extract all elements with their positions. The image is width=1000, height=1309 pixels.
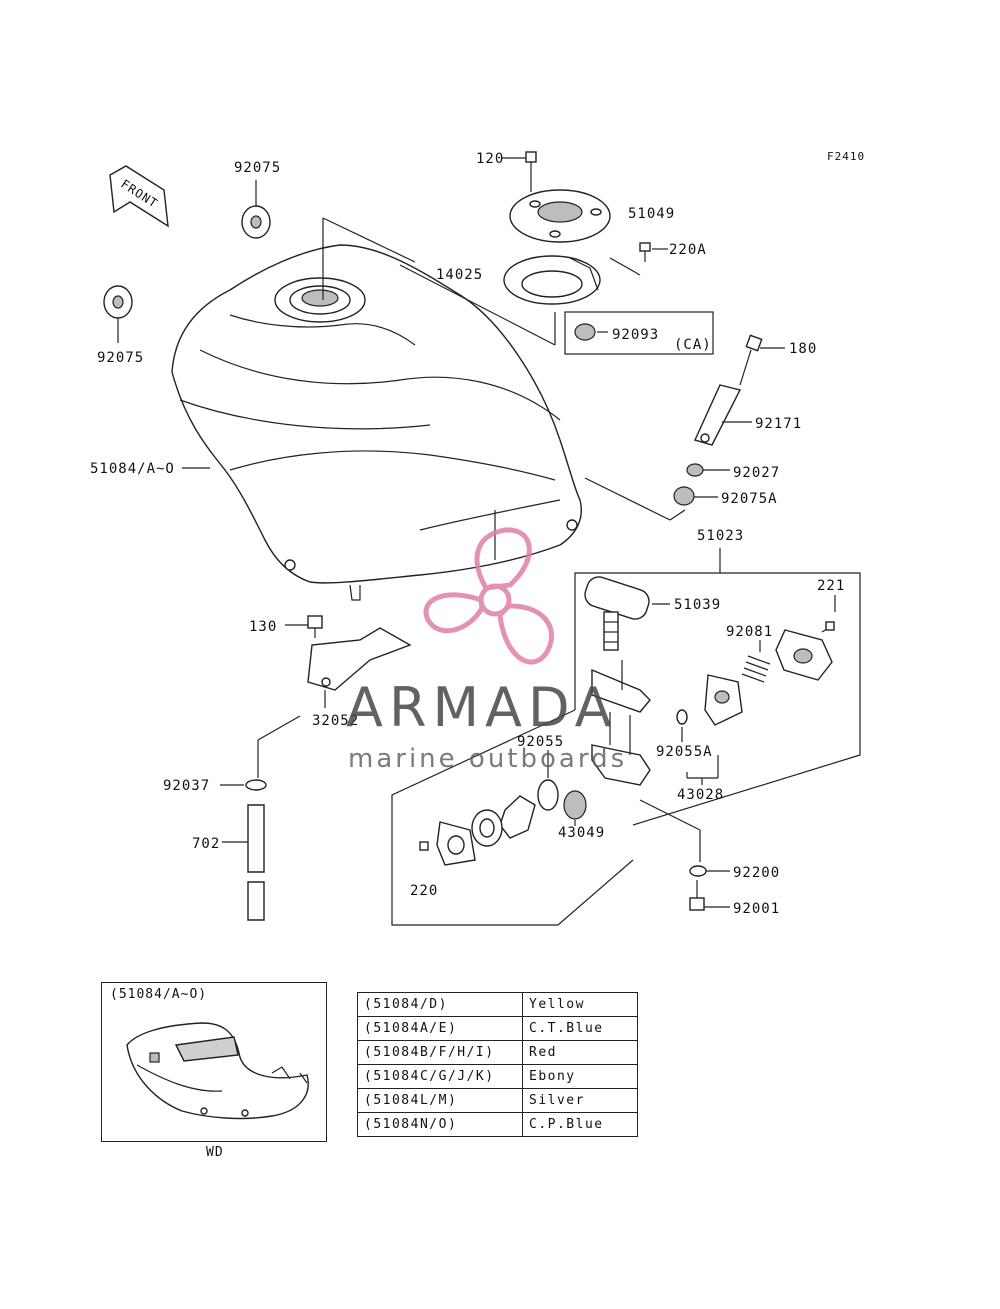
strainer	[603, 611, 619, 651]
front-arrow-icon: FRONT	[109, 165, 169, 228]
label-43049: 43049	[558, 825, 605, 841]
diaphragm-cover	[775, 629, 833, 681]
label-32052: 32052	[312, 713, 359, 729]
table-cell-code: (51084C/G/J/K)	[357, 1064, 523, 1089]
label-51049: 51049	[628, 206, 675, 222]
screw-221	[821, 595, 836, 633]
bracket-92171	[694, 384, 752, 446]
label-ca: (CA)	[674, 337, 712, 353]
label-92037: 92037	[163, 778, 210, 794]
label-92200: 92200	[733, 865, 780, 881]
label-92055a: 92055A	[656, 744, 713, 760]
screw-220	[419, 841, 429, 851]
label-92075a: 92075A	[721, 491, 778, 507]
bracket-43028-callout	[686, 755, 719, 785]
variant-inset: (51084/A~O)	[101, 982, 327, 1142]
table-row: (51084B/F/H/I) Red	[357, 1040, 638, 1065]
table-row: (51084A/E) C.T.Blue	[357, 1016, 638, 1041]
label-51084: 51084/A~O	[90, 461, 175, 477]
bracket-32052	[307, 627, 412, 708]
label-130: 130	[249, 619, 277, 635]
gasket-51039	[584, 576, 670, 620]
label-51039: 51039	[674, 597, 721, 613]
damper-92075-left	[103, 285, 133, 343]
label-221: 221	[817, 578, 845, 594]
washer-92200	[689, 865, 730, 877]
table-cell-color: Red	[522, 1040, 638, 1065]
plate	[436, 821, 476, 866]
label-92075-left: 92075	[97, 350, 144, 366]
o-ring-92055	[537, 750, 559, 811]
color-variant-table: (51084/D) Yellow (51084A/E) C.T.Blue (51…	[357, 992, 638, 1137]
clamp-92037	[220, 779, 267, 791]
fuel-cock-body	[591, 660, 651, 786]
table-cell-code: (51084N/O)	[357, 1112, 523, 1137]
label-92055: 92055	[517, 734, 564, 750]
bolt-130	[285, 615, 323, 638]
lever-knob	[499, 795, 536, 839]
inset-caption: WD	[206, 1145, 224, 1160]
bolt-180	[739, 334, 785, 386]
spring-92081	[741, 640, 771, 683]
fuel-cap	[509, 151, 611, 243]
screw-220a	[639, 242, 668, 262]
hose-702	[222, 804, 265, 921]
damper-92075-top	[241, 180, 271, 239]
label-92093: 92093	[612, 327, 659, 343]
table-row: (51084C/G/J/K) Ebony	[357, 1064, 638, 1089]
label-14025: 14025	[436, 267, 483, 283]
label-43028: 43028	[677, 787, 724, 803]
filler-ring	[503, 255, 601, 305]
label-220: 220	[410, 883, 438, 899]
label-120: 120	[476, 151, 504, 167]
table-row: (51084/D) Yellow	[357, 992, 638, 1017]
part-92093-box	[564, 311, 714, 355]
table-cell-code: (51084B/F/H/I)	[357, 1040, 523, 1065]
table-cell-color: Yellow	[522, 992, 638, 1017]
table-row: (51084L/M) Silver	[357, 1088, 638, 1113]
table-cell-code: (51084/D)	[357, 992, 523, 1017]
label-702: 702	[192, 836, 220, 852]
inset-label: (51084/A~O)	[110, 987, 208, 1002]
table-cell-color: Silver	[522, 1088, 638, 1113]
washer	[471, 809, 503, 847]
label-92075-top: 92075	[234, 160, 281, 176]
table-cell-code: (51084A/E)	[357, 1016, 523, 1041]
collar-92027	[686, 463, 730, 477]
watermark-subtitle: marine outboards	[348, 744, 628, 774]
bolt-92001	[689, 880, 730, 911]
variant-tank-drawing	[126, 1022, 309, 1120]
table-cell-code: (51084L/M)	[357, 1088, 523, 1113]
table-row: (51084N/O) C.P.Blue	[357, 1112, 638, 1137]
table-cell-color: C.P.Blue	[522, 1112, 638, 1137]
label-92001: 92001	[733, 901, 780, 917]
watermark-title: ARMADA	[346, 676, 618, 739]
table-cell-color: C.T.Blue	[522, 1016, 638, 1041]
fuel-cock-group-frame	[391, 548, 861, 926]
damper-92075a	[673, 486, 718, 506]
o-ring-92055a	[676, 709, 688, 742]
label-92027: 92027	[733, 465, 780, 481]
diaphragm-43028	[704, 674, 743, 726]
armada-logo-icon	[423, 527, 555, 665]
label-220a: 220A	[669, 242, 707, 258]
label-180: 180	[789, 341, 817, 357]
label-51023: 51023	[697, 528, 744, 544]
figure-code: F2410	[827, 150, 866, 163]
label-92081: 92081	[726, 624, 773, 640]
table-cell-color: Ebony	[522, 1064, 638, 1089]
label-92171: 92171	[755, 416, 802, 432]
lever-43049	[563, 790, 587, 826]
fuel-tank	[171, 244, 582, 601]
